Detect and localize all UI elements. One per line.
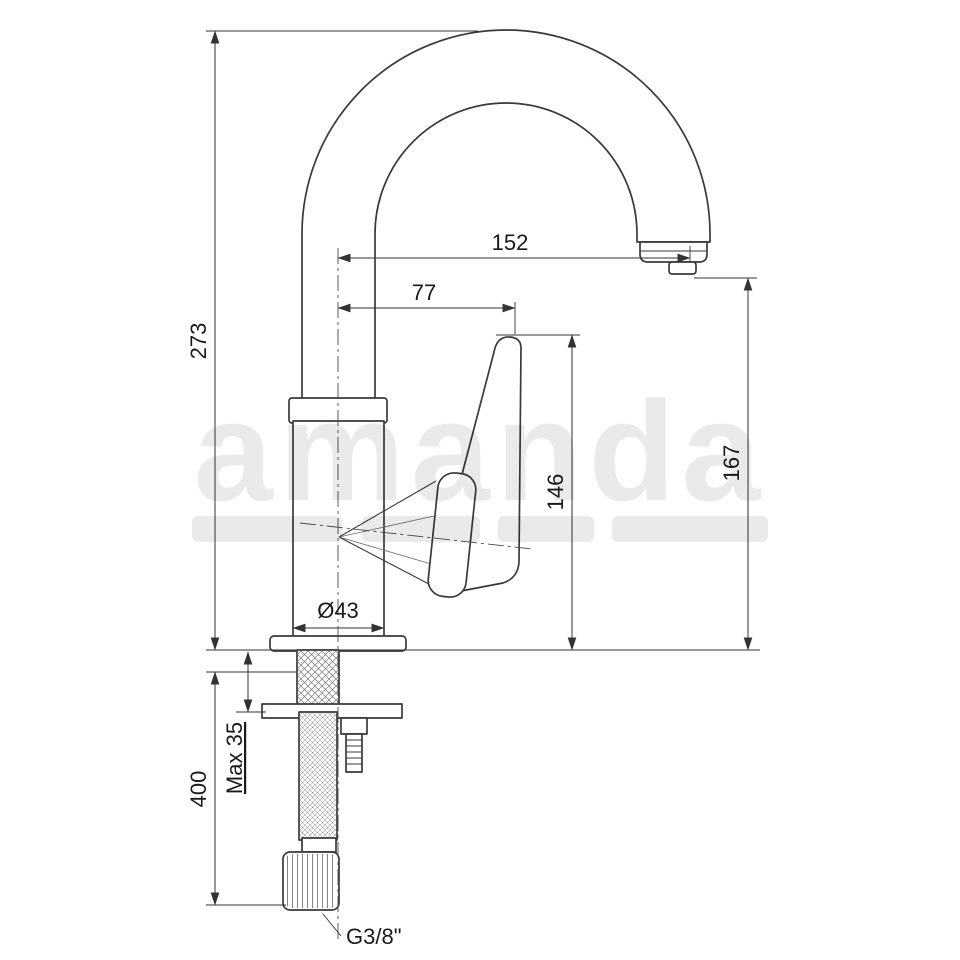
stud-nut [340, 717, 368, 735]
aerator-tip [668, 261, 697, 275]
dim-273-label: 273 [186, 323, 211, 360]
dim-diameter-label: Ø43 [317, 598, 359, 623]
watermark-subtext-block [498, 516, 594, 542]
cone-upper-edge [338, 480, 437, 538]
watermark-text: amanda [194, 372, 767, 531]
flexible-hose [298, 711, 338, 853]
hose-collar [301, 837, 337, 853]
dim-400-label: 400 [186, 771, 211, 808]
spout-tube [301, 29, 711, 407]
dim-max35-label: Max 35 [222, 722, 247, 794]
dim-167-label: 167 [719, 445, 744, 482]
dimension-spout-height: 167 [694, 277, 757, 651]
dim-152-label: 152 [492, 230, 529, 255]
handle-axis-centerline [299, 522, 533, 550]
watermark-subtext-block [362, 516, 480, 542]
cone-construction-line [338, 536, 439, 567]
handle-lever [458, 336, 522, 592]
hose-braid-texture [300, 713, 336, 839]
cartridge-cap [427, 472, 477, 598]
shank-thread-hatch [298, 651, 338, 709]
threaded-shank [296, 649, 340, 711]
dimension-base-diameter: Ø43 [292, 598, 385, 633]
dimension-total-height: 273 [186, 30, 478, 651]
cone-construction-line [338, 515, 435, 538]
spout-aerator [639, 241, 708, 263]
watermark-subtext-block [612, 516, 768, 542]
dimension-below-length: 400 [186, 671, 286, 906]
leader-line [322, 913, 342, 937]
watermark: amanda [192, 372, 768, 542]
faucet-drawing [206, 29, 760, 940]
dimension-max-thickness: Max 35 [222, 651, 266, 794]
thread-size-label: G3/8" [346, 924, 402, 949]
dim-77-label: 77 [412, 280, 436, 305]
dimension-handle-reach: 77 [337, 280, 516, 334]
watermark-subtext-block [192, 516, 342, 542]
stud-rod [345, 733, 363, 773]
fixing-stud [340, 717, 368, 773]
dimension-handle-height: 146 [496, 334, 580, 651]
connection-nut-knurl [286, 854, 336, 908]
hose-connection-nut [282, 851, 340, 911]
dim-146-label: 146 [543, 474, 568, 511]
stud-threads [346, 739, 362, 765]
thread-callout: G3/8" [322, 913, 402, 949]
dimensions: 273 400 Max 35 152 77 [186, 30, 757, 949]
dimension-spout-reach: 152 [337, 230, 691, 263]
